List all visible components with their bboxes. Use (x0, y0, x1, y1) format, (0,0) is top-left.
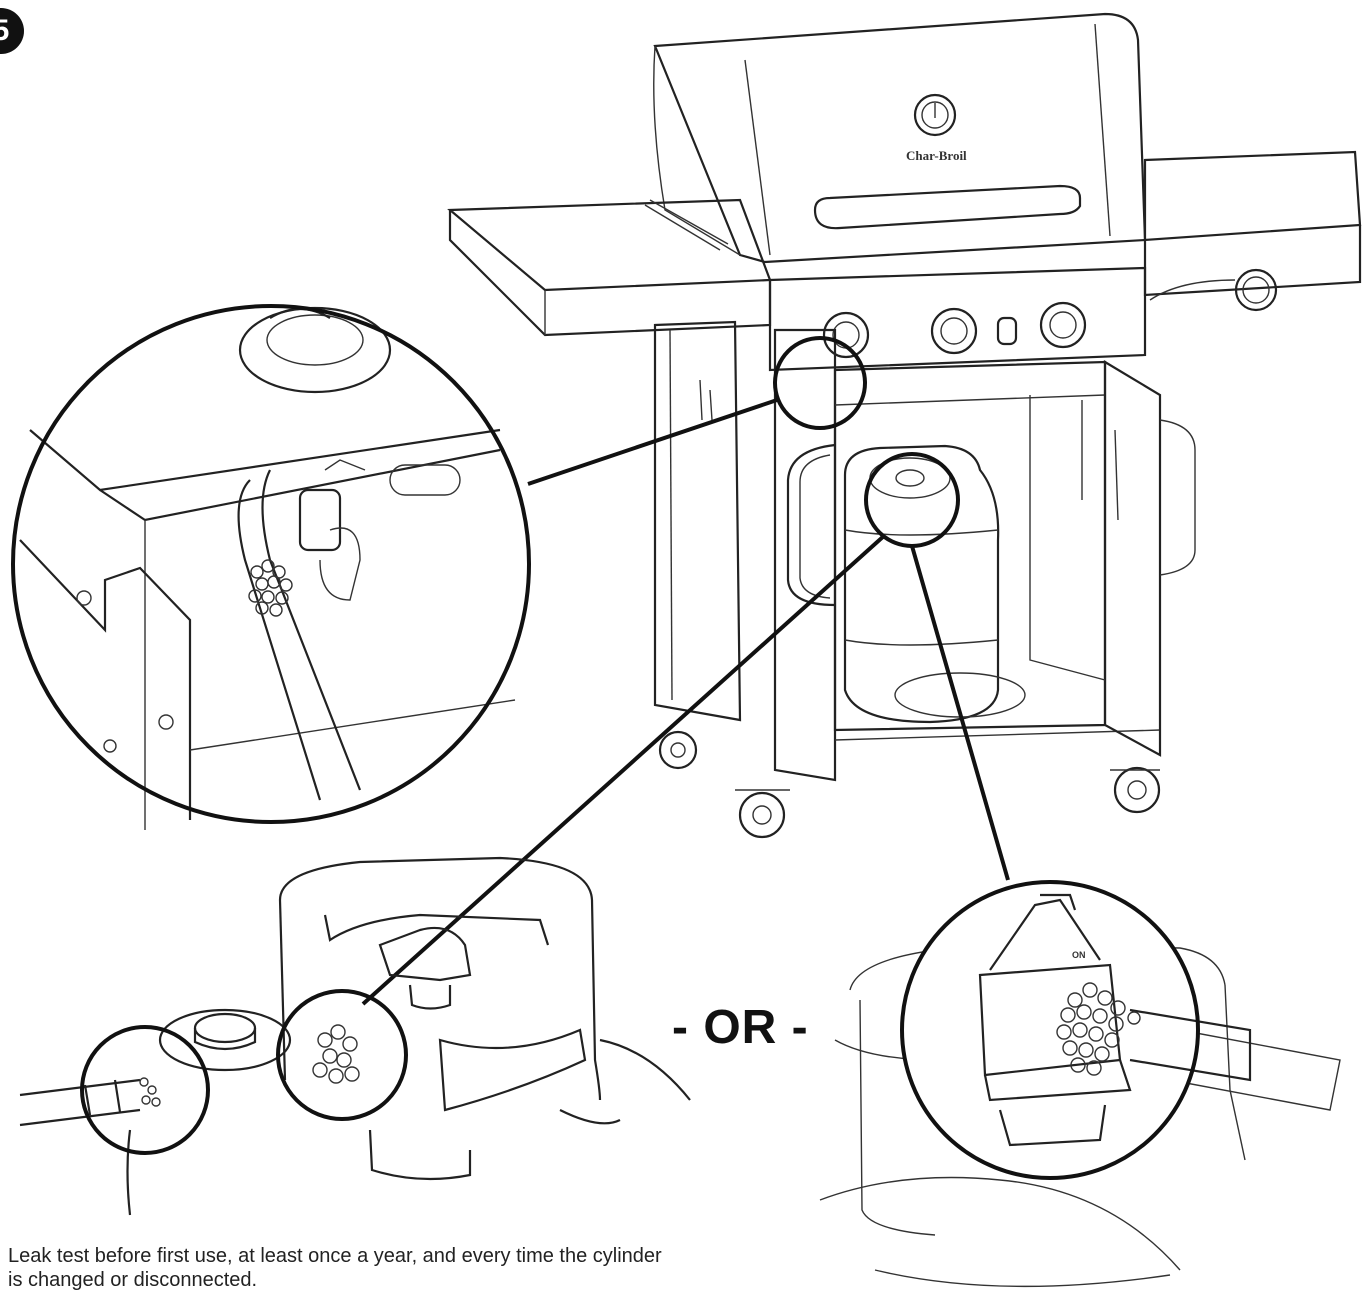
caster-front-left (738, 791, 786, 839)
control-knob-right (1039, 301, 1087, 349)
control-panel (768, 266, 1147, 372)
thermometer-icon (913, 93, 957, 137)
valve-on-text: ON (1072, 950, 1086, 960)
soap-bubbles-3 (1056, 982, 1141, 1076)
side-burner-knob (1234, 268, 1278, 312)
propane-tank (843, 444, 1000, 724)
detail-hose-connection (11, 304, 531, 830)
grill-lid (653, 12, 1147, 264)
control-knob-center (930, 307, 978, 355)
lid-handle (813, 184, 1082, 230)
soap-bubbles-1 (248, 559, 293, 617)
callout-marker-hose (773, 336, 867, 430)
or-separator-text: - OR - (672, 1001, 809, 1054)
leader-line-2 (361, 533, 887, 1006)
cart-right-door (1103, 360, 1162, 757)
valve-on-label: ON (1072, 950, 1086, 960)
callout-marker-valve (864, 452, 960, 548)
soap-bubbles-2 (139, 1024, 360, 1107)
gas-grill-drawing (447, 12, 1362, 839)
grill-brand-text: Char-Broil (906, 148, 967, 163)
cart-front-left-post (773, 328, 837, 782)
igniter-button (996, 316, 1018, 346)
cart-left-panel (653, 320, 742, 722)
caster-right (1113, 766, 1161, 814)
or-separator: - OR - (672, 1000, 809, 1055)
leader-line-1 (527, 398, 778, 486)
right-side-shelf (1143, 150, 1362, 242)
leader-line-3 (910, 545, 1010, 881)
caster-back-left (658, 730, 698, 770)
leak-test-caption: Leak test before first use, at least onc… (8, 1245, 662, 1291)
grill-brand-logo: Char-Broil (906, 148, 967, 164)
detail-tank-valve-regulator (19, 856, 691, 1216)
control-knob-left (822, 311, 870, 359)
step-number: 5 (0, 14, 10, 47)
detail-alternate-valve (819, 880, 1341, 1288)
